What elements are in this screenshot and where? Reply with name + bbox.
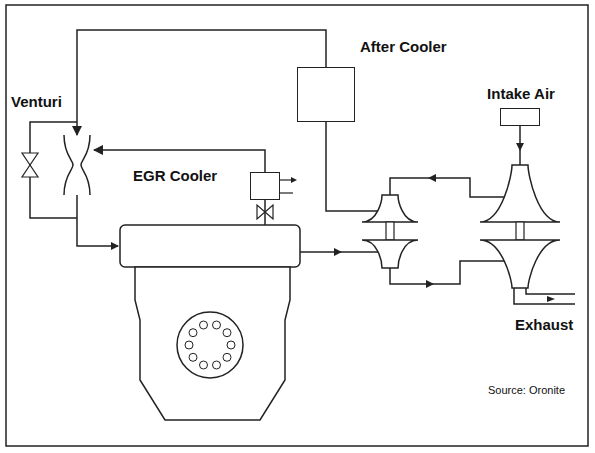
- component-box: EGR Cooler: [250, 172, 280, 200]
- tailpipe: [514, 288, 575, 304]
- bolt-hole: [200, 321, 208, 329]
- egr-valve: [265, 205, 273, 219]
- venturi-wall: [64, 135, 73, 195]
- frame: [6, 5, 588, 446]
- bolt-hole: [223, 329, 231, 337]
- bolt-hole: [200, 361, 208, 369]
- flow-arrow: [291, 177, 297, 183]
- bolt-hole: [189, 329, 197, 337]
- venturi-symbol: Venturi: [60, 135, 94, 195]
- manifold: [120, 225, 300, 267]
- coolant-line: [280, 192, 293, 193]
- intake-pipe: [77, 195, 118, 246]
- bypass-valve: [22, 165, 38, 177]
- venturi-wall: [81, 135, 90, 195]
- flow-arrow: [334, 248, 342, 256]
- exhaust-pipe: [390, 261, 504, 284]
- component-box: Intake Air: [500, 108, 540, 126]
- turbine: [362, 240, 418, 268]
- charge-pipe: [390, 178, 504, 197]
- component-label: After Cooler: [360, 38, 447, 56]
- pipe-connector: [77, 30, 326, 135]
- component-label: Intake Air: [487, 85, 555, 103]
- component-label: EGR Cooler: [133, 167, 217, 185]
- bypass-valve: [22, 153, 38, 165]
- bolt-hole: [213, 361, 221, 369]
- turbo-shaft: [516, 222, 524, 240]
- egr-valve: [257, 205, 265, 219]
- compressor: [480, 165, 560, 222]
- component-box: After Cooler: [297, 67, 355, 122]
- turbine: [480, 240, 560, 288]
- charge-pipe: [326, 122, 378, 211]
- bolt-hole: [227, 341, 235, 349]
- turbo-shaft: [386, 222, 394, 240]
- part-label: Exhaust: [515, 316, 573, 334]
- component-label: Venturi: [11, 93, 62, 111]
- flow-arrow: [111, 242, 119, 250]
- flow-arrow: [516, 143, 524, 151]
- tailpipe: [526, 288, 575, 294]
- engine-block: [135, 267, 290, 420]
- compressor: [362, 195, 418, 222]
- flow-arrow: [547, 296, 555, 302]
- bolt-hole: [223, 353, 231, 361]
- flow-arrow: [428, 174, 436, 182]
- bypass-pipe: [30, 122, 77, 218]
- venturi-outline: [60, 135, 94, 195]
- source-note: Source: Oronite: [488, 384, 565, 397]
- flywheel: [177, 312, 243, 378]
- bolt-hole: [185, 341, 193, 349]
- flow-arrow: [426, 280, 434, 288]
- bolt-hole: [213, 321, 221, 329]
- bolt-hole: [189, 353, 197, 361]
